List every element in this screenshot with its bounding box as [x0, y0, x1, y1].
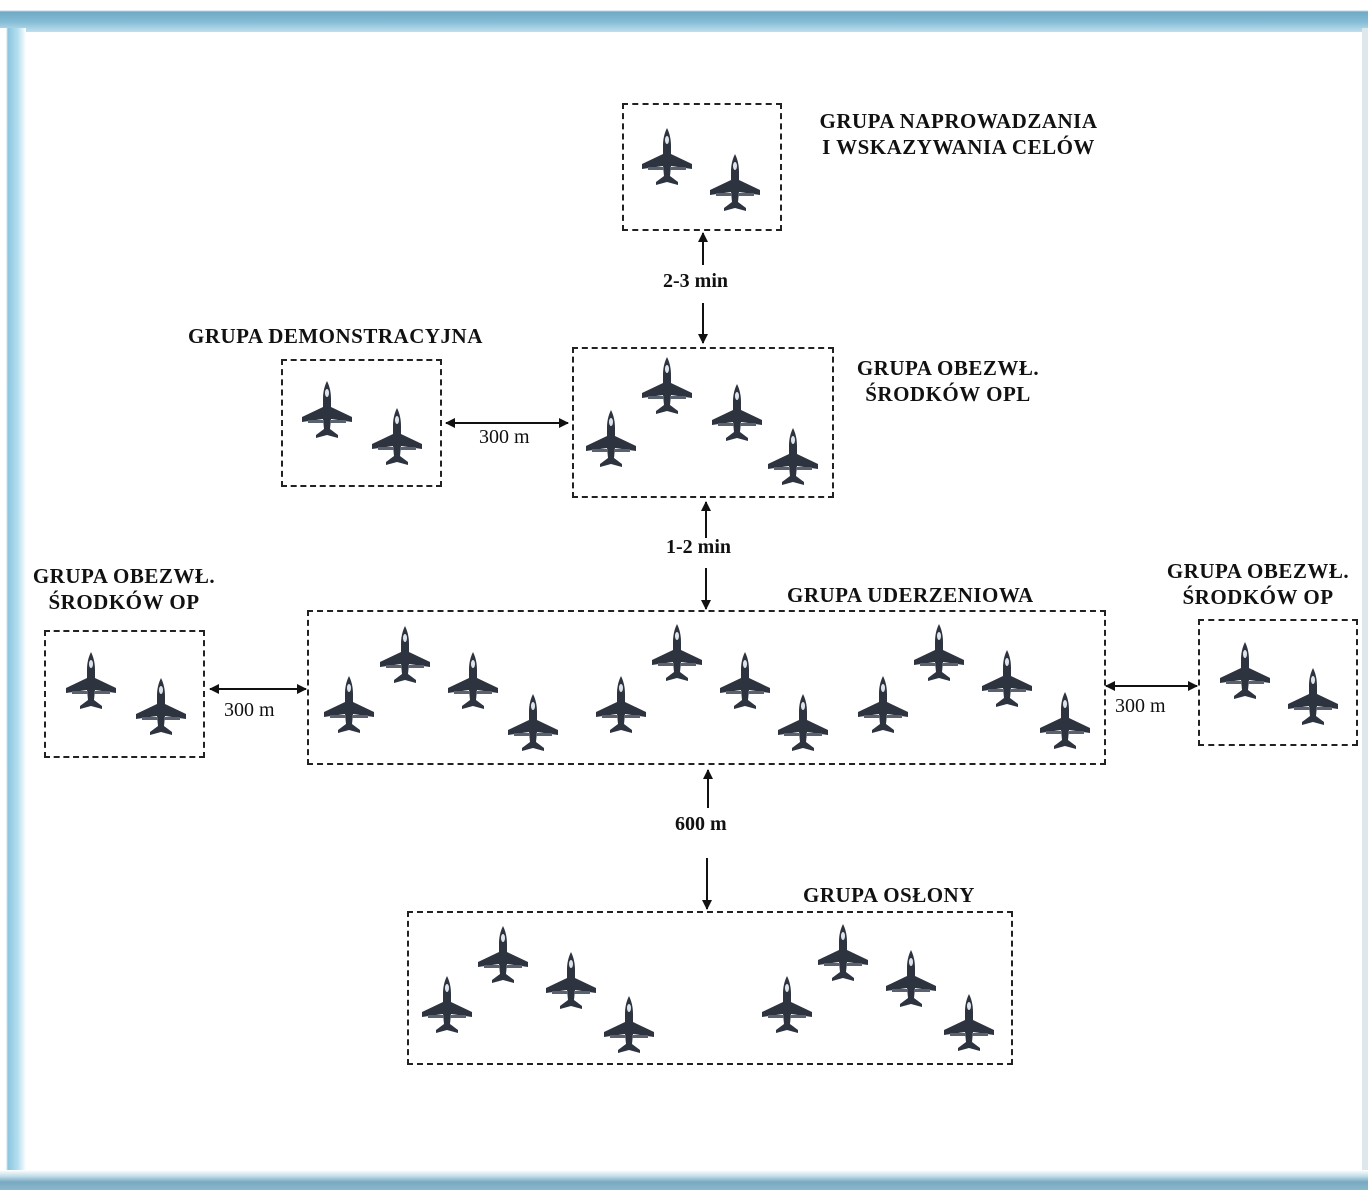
aircraft-icon	[634, 353, 698, 417]
box-oslony	[407, 911, 1013, 1065]
aircraft-icon	[712, 648, 776, 712]
distance-label-right: 300 m	[1115, 695, 1166, 717]
aircraft-icon	[810, 920, 874, 984]
aircraft-icon	[470, 922, 534, 986]
label-oslony: GRUPA OSŁONY	[803, 883, 975, 907]
label-naprowadzania-line1: GRUPA NAPROWADZANIA	[819, 109, 1098, 133]
box-obezwl-opl	[572, 347, 834, 498]
label-uderzeniowa: GRUPA UDERZENIOWA	[787, 583, 1034, 607]
distance-label-demo: 300 m	[479, 426, 530, 448]
aircraft-icon	[702, 150, 766, 214]
aircraft-icon	[850, 672, 914, 736]
label-obezwl-op-left-line2: ŚRODKÓW OP	[48, 590, 200, 614]
frame-left-border	[0, 28, 26, 1190]
label-obezwl-opl: GRUPA OBEZWŁ. ŚRODKÓW OPL	[838, 355, 1058, 407]
label-obezwl-op-right-line1: GRUPA OBEZWŁ.	[1166, 559, 1350, 583]
aircraft-icon	[578, 406, 642, 470]
label-obezwl-op-right-line2: ŚRODKÓW OP	[1182, 585, 1334, 609]
aircraft-icon	[878, 946, 942, 1010]
aircraft-icon	[58, 648, 122, 712]
aircraft-icon	[754, 972, 818, 1036]
label-obezwl-opl-line1: GRUPA OBEZWŁ.	[856, 356, 1040, 380]
aircraft-icon	[760, 424, 824, 488]
time-label-top: 2-3 min	[663, 270, 728, 292]
aircraft-icon	[414, 972, 478, 1036]
label-obezwl-op-left-line1: GRUPA OBEZWŁ.	[32, 564, 216, 588]
aircraft-icon	[128, 674, 192, 738]
aircraft-icon	[500, 690, 564, 754]
aircraft-icon	[704, 380, 768, 444]
box-demonstracyjna	[281, 359, 442, 487]
frame-top-border	[0, 0, 1368, 32]
aircraft-icon	[644, 620, 708, 684]
aircraft-icon	[588, 672, 652, 736]
aircraft-icon	[1032, 688, 1096, 752]
aircraft-icon	[372, 622, 436, 686]
frame-bottom-border	[0, 1170, 1368, 1190]
aircraft-icon	[294, 377, 358, 441]
box-uderzeniowa	[307, 610, 1106, 765]
aircraft-icon	[538, 948, 602, 1012]
aircraft-icon	[364, 404, 428, 468]
box-naprowadzania	[622, 103, 782, 231]
aircraft-icon	[1280, 664, 1344, 728]
label-demonstracyjna: GRUPA DEMONSTRACYJNA	[188, 324, 483, 348]
aircraft-icon	[440, 648, 504, 712]
label-naprowadzania: GRUPA NAPROWADZANIA I WSKAZYWANIA CELÓW	[796, 108, 1121, 160]
label-naprowadzania-line2: I WSKAZYWANIA CELÓW	[822, 135, 1095, 159]
box-obezwl-op-left	[44, 630, 205, 758]
distance-label-bottom: 600 m	[675, 813, 727, 835]
aircraft-icon	[936, 990, 1000, 1054]
label-obezwl-op-left: GRUPA OBEZWŁ. ŚRODKÓW OP	[10, 563, 238, 615]
label-obezwl-op-right: GRUPA OBEZWŁ. ŚRODKÓW OP	[1148, 558, 1368, 610]
time-label-mid: 1-2 min	[666, 536, 731, 558]
aircraft-icon	[906, 620, 970, 684]
aircraft-icon	[634, 124, 698, 188]
aircraft-icon	[596, 992, 660, 1056]
frame-right-border	[1362, 28, 1368, 1178]
aircraft-icon	[770, 690, 834, 754]
aircraft-icon	[316, 672, 380, 736]
distance-label-left: 300 m	[224, 699, 275, 721]
aircraft-icon	[1212, 638, 1276, 702]
box-obezwl-op-right	[1198, 619, 1358, 746]
label-obezwl-opl-line2: ŚRODKÓW OPL	[865, 382, 1031, 406]
aircraft-icon	[974, 646, 1038, 710]
